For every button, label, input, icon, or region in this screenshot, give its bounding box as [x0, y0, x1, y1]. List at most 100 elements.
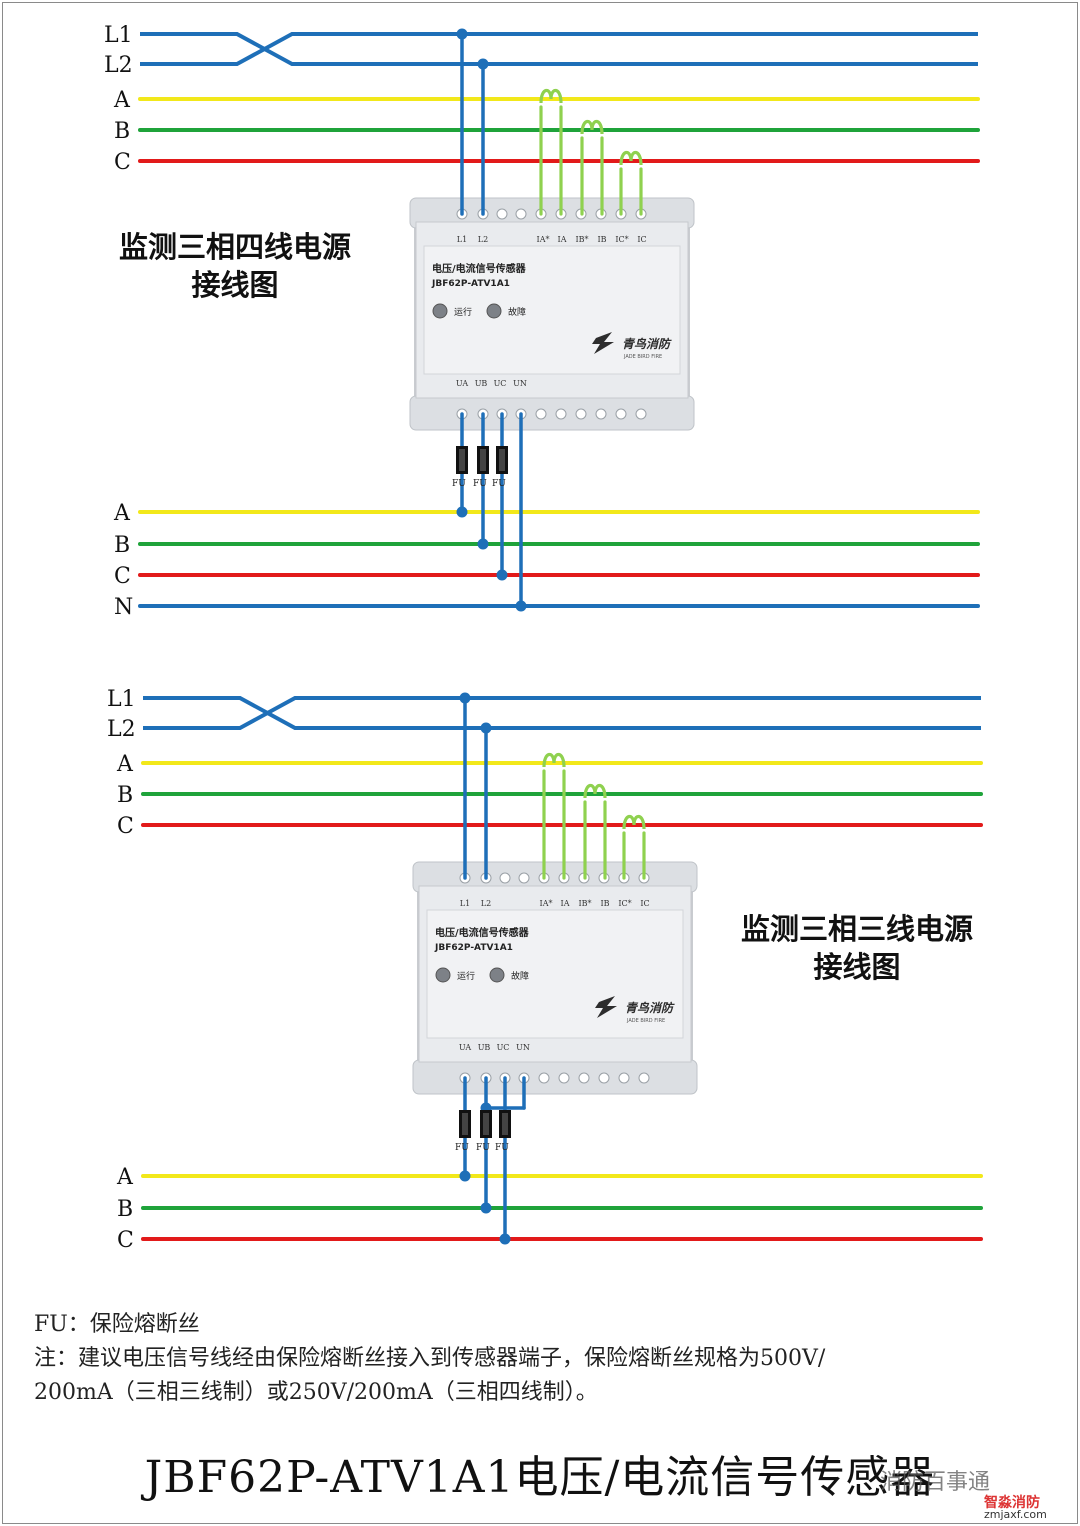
device-top-terminal-label: L2 [481, 899, 491, 908]
device-bottom-terminal-hole [638, 1072, 650, 1084]
device-bottom-terminal-hole [535, 408, 547, 420]
ct-coil [580, 119, 604, 135]
fuse-icon-inner [499, 449, 505, 471]
device-bottom-terminal-label: UB [475, 379, 488, 388]
fuse-icon-inner [462, 1113, 468, 1135]
fuse-icon-inner [483, 1113, 489, 1135]
watermark-text: 消防百事通 [880, 1470, 991, 1495]
device-top-terminal-hole [499, 872, 511, 884]
device-top-terminal-hole [496, 208, 508, 220]
diagram-3wire-title-line1: 监测三相三线电源 [740, 912, 973, 946]
fuse-label: FU [476, 1143, 490, 1153]
fault-led-label: 故障 [511, 970, 529, 982]
brand-name-cn: 青鸟消防 [622, 337, 672, 351]
run-led-label: 运行 [454, 306, 472, 318]
fuse-label: FU [452, 479, 466, 489]
ua-junction-dot [459, 1170, 471, 1182]
device-bottom-terminal-hole [575, 408, 587, 420]
device-top-terminal-label: IC* [615, 235, 628, 244]
device-bottom-terminal-hole [578, 1072, 590, 1084]
device-model-label: JBF62P-ATV1A1 [431, 279, 510, 289]
device-top-terminal-label: IA* [540, 899, 553, 908]
note-line-1: 注：建议电压信号线经由保险熔断丝接入到传感器端子，保险熔断丝规格为500V/ [34, 1346, 826, 1371]
brand-name-cn: 青鸟消防 [625, 1001, 675, 1015]
device-top-terminal-label: IC* [618, 899, 631, 908]
product-title: JBF62P-ATV1A1电压/电流信号传感器 [144, 1452, 936, 1503]
device-bottom-terminal-strip [412, 1059, 698, 1095]
device-bottom-terminal-hole [615, 408, 627, 420]
device-bottom-terminal-strip [409, 395, 695, 431]
phase-c-label-bottom: C [114, 564, 131, 589]
device-top-terminal-hole [518, 872, 530, 884]
device-bottom-terminal-label: UC [494, 379, 507, 388]
l1-junction-dot [459, 692, 471, 704]
device-bottom-terminal-label: UB [478, 1043, 491, 1052]
device-top-terminal-label: IB [600, 899, 609, 908]
device-bottom-terminal-hole [558, 1072, 570, 1084]
device-model-label: JBF62P-ATV1A1 [434, 943, 513, 953]
fault-led-icon [489, 967, 505, 983]
fuse-label: FU [495, 1143, 509, 1153]
device-top-terminal-label: IA [558, 235, 567, 244]
phase-a-label-bottom: A [116, 1165, 134, 1190]
run-led-icon [432, 303, 448, 319]
ct-coil [619, 150, 643, 166]
ct-coil [539, 88, 563, 104]
ct-coil [622, 814, 646, 830]
phase-a-label-top: A [116, 752, 134, 777]
device-front-panel [423, 245, 681, 375]
fuse-label: FU [455, 1143, 469, 1153]
device-top-terminal-label: L2 [478, 235, 488, 244]
device-bottom-terminal-hole [555, 408, 567, 420]
phase-c-label-top: C [114, 150, 131, 175]
fuse-label: FU [473, 479, 487, 489]
l1-junction-dot [456, 28, 468, 40]
device-bottom-terminal-hole [618, 1072, 630, 1084]
device-bottom-terminal-label: UC [497, 1043, 510, 1052]
un-junction-dot [515, 600, 527, 612]
brand-logo-icon [595, 996, 617, 1018]
run-led-label: 运行 [457, 970, 475, 982]
device-bottom-terminal-hole [595, 408, 607, 420]
ct-coil [583, 783, 607, 799]
device-bottom-terminal-hole [538, 1072, 550, 1084]
brand-logo-icon [592, 332, 614, 354]
device-top-terminal-label: L1 [457, 235, 467, 244]
uc-junction-dot [496, 569, 508, 581]
device-bottom-terminal-label: UN [513, 379, 527, 388]
device-bottom-terminal-hole [635, 408, 647, 420]
watermark-brand: 智淼消防 [984, 1495, 1040, 1511]
device-name-label: 电压/电流信号传感器 [432, 262, 527, 275]
device-top-terminal-label: IC [640, 899, 649, 908]
device-front-panel [426, 909, 684, 1039]
device-top-terminal-label: IB* [578, 899, 591, 908]
phase-c-label-bottom: C [117, 1228, 134, 1253]
device-top-terminal-label: IB [597, 235, 606, 244]
diagram-3wire-title-line2: 接线图 [813, 950, 901, 984]
device-top-terminal-label: IA* [537, 235, 550, 244]
note-fu-legend: FU：保险熔断丝 [34, 1312, 200, 1337]
sensor-device: L1 L2 IA* IA IB* IB IC* IC 电压/电流信号传感器 JBF62P-ATV1… [409, 197, 695, 431]
phase-b-label-top: B [114, 119, 130, 144]
diagram-4wire-title: 监测三相四线电源 接线图 [90, 228, 380, 304]
l1-label: L1 [107, 687, 136, 712]
device-top-terminal-label: IC [637, 235, 646, 244]
uc-junction-dot [499, 1233, 511, 1245]
device-top-terminal-label: IA [561, 899, 570, 908]
fuse-icon-inner [480, 449, 486, 471]
ct-coil [542, 752, 566, 768]
device-top-terminal-label: IB* [575, 235, 588, 244]
run-led-icon [435, 967, 451, 983]
diagram-3wire-title: 监测三相三线电源 接线图 [712, 910, 1002, 986]
device-top-terminal-label: L1 [460, 899, 470, 908]
device-name-label: 电压/电流信号传感器 [435, 926, 530, 939]
fault-led-label: 故障 [508, 306, 526, 318]
phase-b-label-bottom: B [117, 1197, 133, 1222]
l1-label: L1 [104, 23, 133, 48]
fuse-icon-inner [502, 1113, 508, 1135]
phase-a-label-bottom: A [113, 501, 131, 526]
l2-label: L2 [104, 53, 133, 78]
